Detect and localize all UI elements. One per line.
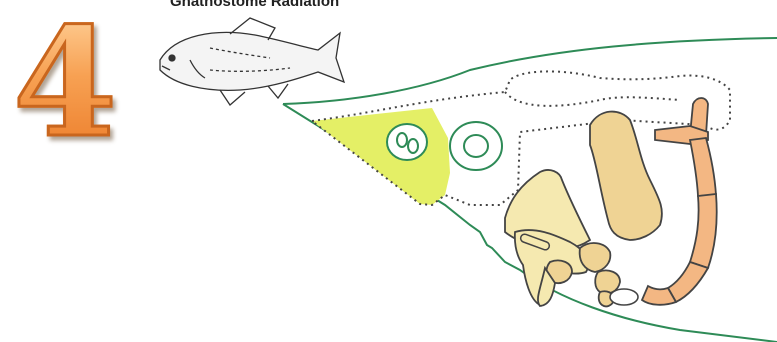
eye-socket-icon [450, 122, 502, 170]
braincase-region [312, 108, 450, 205]
fish-sketch-icon [160, 18, 344, 105]
basibranchial-element [610, 289, 638, 305]
nostril-icon [387, 124, 427, 160]
hyomandibula-cartilage [590, 112, 662, 240]
